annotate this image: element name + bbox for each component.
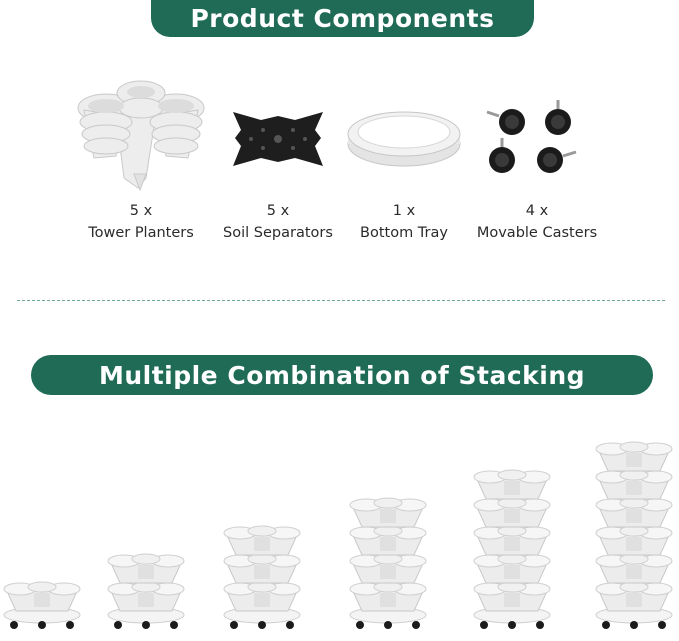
stack-tower xyxy=(107,553,185,629)
tower-planter-icon xyxy=(76,78,206,196)
component-movable-casters: 4 x Movable Casters xyxy=(472,78,602,244)
stacking-banner: Multiple Combination of Stacking xyxy=(31,355,653,395)
component-qty: 5 x xyxy=(266,203,290,219)
component-qty: 4 x xyxy=(525,203,549,219)
stack-tower xyxy=(473,469,551,629)
stacking-towers xyxy=(0,420,679,641)
tower-illustration xyxy=(3,441,673,629)
caster-wheel-icon xyxy=(472,78,602,196)
component-bottom-tray: 1 x Bottom Tray xyxy=(339,78,469,244)
component-qty: 5 x xyxy=(129,203,153,219)
bottom-tray-icon xyxy=(339,78,469,196)
stack-tower xyxy=(595,441,673,629)
stack-tower xyxy=(3,581,81,629)
stack-tower xyxy=(223,525,301,629)
stack-tower xyxy=(349,497,427,629)
section-divider xyxy=(17,300,665,301)
component-tower-planters: 5 x Tower Planters xyxy=(76,78,206,244)
product-components-banner: Product Components xyxy=(151,0,534,37)
product-components-title: Product Components xyxy=(190,4,495,33)
component-name: Soil Separators xyxy=(223,225,333,241)
stacking-title: Multiple Combination of Stacking xyxy=(98,360,586,390)
component-qty: 1 x xyxy=(392,203,416,219)
component-name: Tower Planters xyxy=(88,225,194,241)
component-soil-separators: 5 x Soil Separators xyxy=(213,78,343,244)
component-name: Movable Casters xyxy=(476,225,598,241)
component-name: Bottom Tray xyxy=(360,225,448,241)
soil-separator-icon xyxy=(213,78,343,196)
